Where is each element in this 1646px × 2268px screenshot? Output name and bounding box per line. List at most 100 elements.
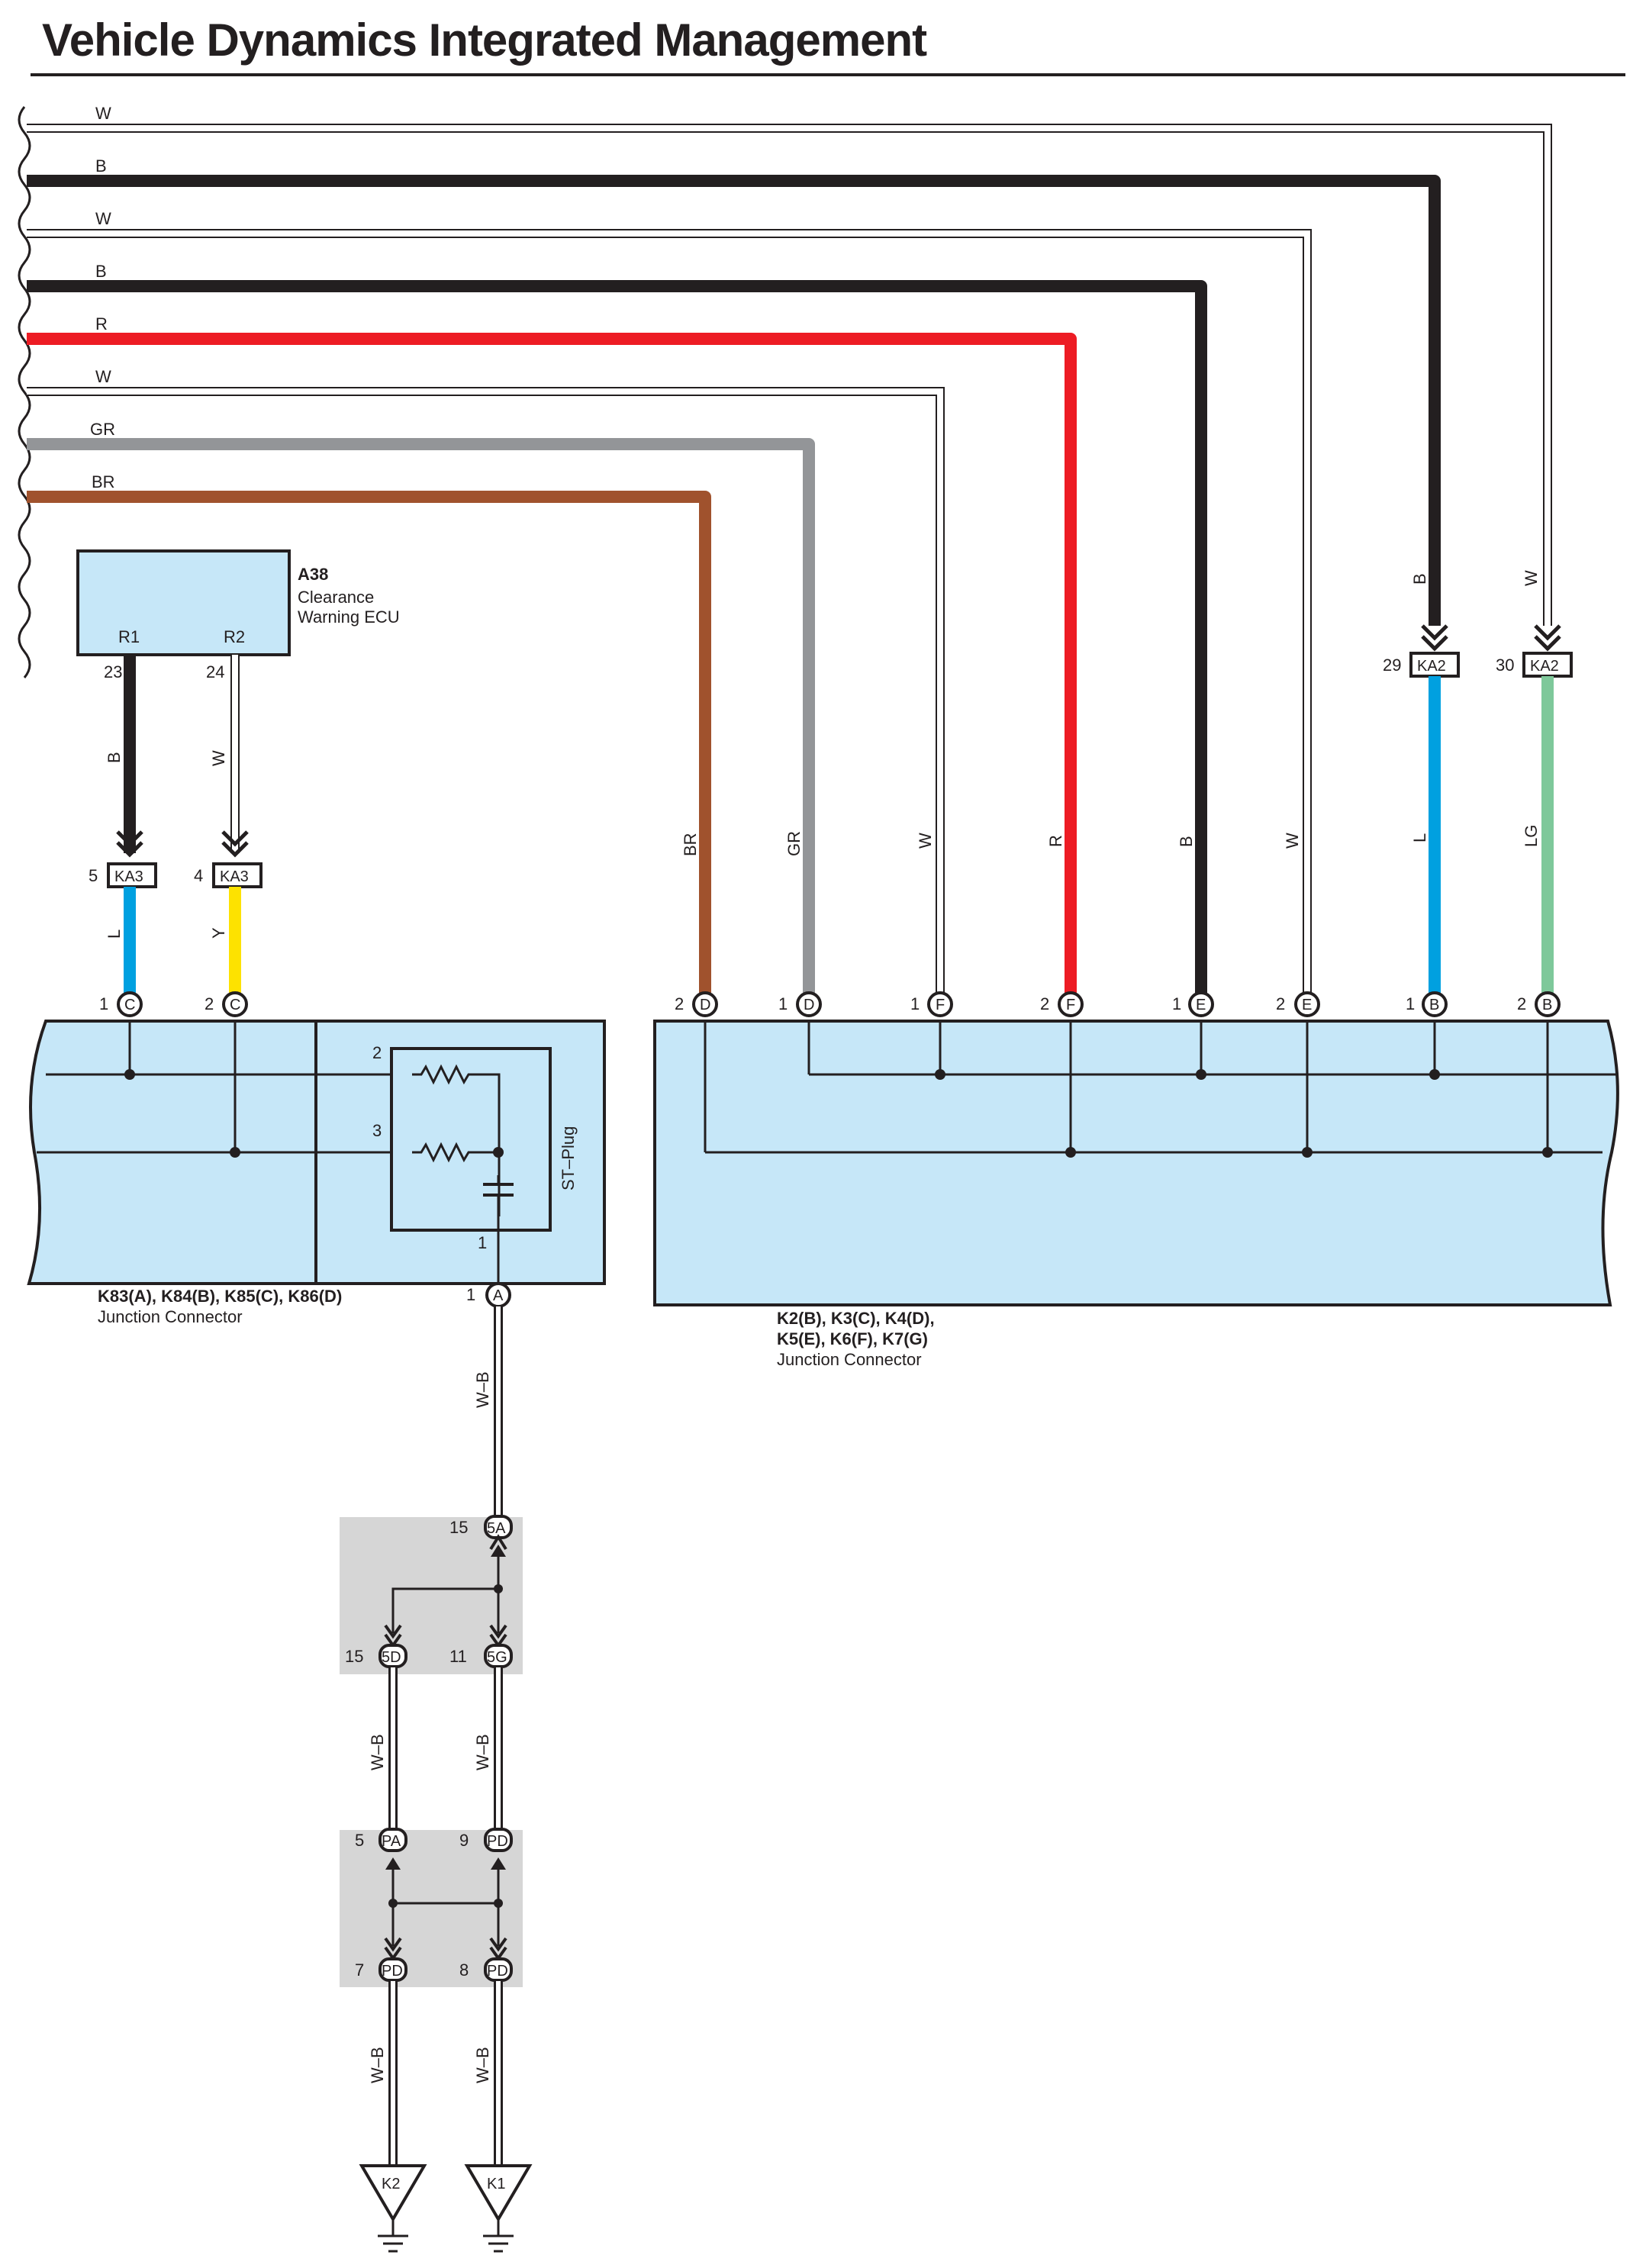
splice-label: PA	[382, 1833, 401, 1850]
st-plug-pin: 2	[372, 1043, 382, 1062]
top-wires	[27, 124, 1552, 1001]
ka3-pin: 5	[89, 866, 98, 885]
jc-pin-letter: D	[804, 997, 814, 1013]
drop-label-b: B	[1177, 836, 1196, 847]
ecu-wires: B W	[105, 655, 249, 858]
ka2-wire-label: L	[1410, 833, 1429, 842]
ground-wire-label: W–B	[473, 2047, 492, 2083]
ka2-wire-label: W	[1522, 570, 1541, 586]
ka2-pin: 29	[1383, 656, 1401, 675]
break-line	[18, 106, 31, 678]
top-wire-label: W	[95, 104, 111, 123]
splice-label: 5A	[487, 1520, 506, 1537]
ka2-pin: 30	[1496, 656, 1514, 675]
ka3-label: KA3	[114, 868, 143, 885]
wire-b-2	[27, 280, 1207, 1001]
ecu-pin-label: R1	[118, 627, 140, 646]
left-jc-caption: K83(A), K84(B), K85(C), K86(D)	[98, 1287, 342, 1306]
ecu-wire-label: W	[209, 750, 228, 766]
wire-br	[27, 491, 711, 1001]
splice-pin: 7	[355, 1960, 364, 1980]
ka2-connectors: B W KA2 29 KA2 30 L LG	[1383, 570, 1573, 994]
jc-pin-number: 1	[1172, 994, 1181, 1013]
wire-gr	[27, 438, 815, 1001]
top-wire-label: B	[95, 156, 107, 176]
ecu-name: Clearance	[298, 588, 374, 607]
jc-pin-number: 1	[99, 994, 108, 1013]
jc-pin-number: 1	[1406, 994, 1415, 1013]
jc-pin-letter: C	[124, 997, 135, 1013]
ground-label: K1	[487, 2176, 505, 2192]
ka2-wire-label: B	[1410, 573, 1429, 585]
st-plug-pin: 1	[478, 1233, 487, 1252]
splice-label: 5G	[487, 1649, 507, 1666]
right-jc-caption: K5(E), K6(F), K7(G)	[777, 1329, 928, 1348]
st-plug-pin: 3	[372, 1121, 382, 1140]
ecu-pin-label: R2	[224, 627, 245, 646]
ground-wire-label: W–B	[473, 1371, 492, 1408]
ka3-label: KA3	[220, 868, 249, 885]
splice-label: PD	[487, 1833, 508, 1850]
ground-wire-label: W–B	[473, 1734, 492, 1770]
ka3-pin: 4	[194, 866, 203, 885]
jc-pin-number: 2	[1040, 994, 1049, 1013]
jc-pin-letter: E	[1196, 997, 1206, 1013]
drop-label-w: W	[916, 833, 935, 849]
splice-pin: 5	[355, 1831, 364, 1850]
splice-pin: 9	[459, 1831, 469, 1850]
splice-pin: 11	[449, 1647, 467, 1666]
top-wire-label: R	[95, 314, 108, 333]
left-junction-connector: 2 3 1 ST–Plug C 1 C 2 A 1 K83(A), K84(B)…	[27, 991, 606, 1326]
ground-k2-symbol	[359, 2164, 427, 2222]
top-wire-label: W	[95, 367, 111, 386]
right-junction-connector: D 2 D 1 F 1 F 2 E 1 E 2 B 1 B 2 K2(B), K…	[653, 991, 1619, 1369]
ecu-code: A38	[298, 565, 328, 584]
ka3-wire-label: Y	[209, 927, 228, 939]
jc-pin-number: 2	[675, 994, 684, 1013]
ka2-label: KA2	[1530, 658, 1559, 675]
jc-pin-number: 2	[205, 994, 214, 1013]
top-wire-labels: W B W B R W GR BR	[90, 104, 115, 491]
splice-pin: 8	[459, 1960, 469, 1980]
top-wire-label: GR	[90, 420, 115, 439]
jc-pin-letter: B	[1542, 997, 1552, 1013]
right-jc-caption: K2(B), K3(C), K4(D),	[777, 1309, 935, 1328]
drop-label-gr: GR	[784, 831, 804, 856]
title-rule	[31, 73, 1625, 76]
ground-path: W–B 5A 15 5D 15 5G 11 W–B W–B PA 5 PD 9	[340, 1306, 533, 2253]
right-jc-caption: Junction Connector	[777, 1350, 922, 1369]
top-wire-label: B	[95, 262, 107, 281]
page-title: Vehicle Dynamics Integrated Management	[42, 14, 927, 66]
jc-pin-letter: D	[700, 997, 710, 1013]
splice-label: PD	[487, 1963, 508, 1980]
jc-pin-letter: A	[493, 1287, 504, 1304]
wire-b-1	[27, 175, 1441, 626]
splice-label: PD	[382, 1963, 403, 1980]
ground-wire-label: W–B	[368, 1734, 387, 1770]
splice-pin: 15	[345, 1647, 363, 1666]
ka3-connectors: KA3 5 KA3 4 L Y	[89, 862, 263, 994]
top-wire-label: W	[95, 209, 111, 228]
ka3-wire-label: L	[105, 929, 124, 939]
st-plug-label: ST–Plug	[559, 1126, 578, 1190]
drop-label-br: BR	[681, 833, 700, 856]
ecu-name: Warning ECU	[298, 607, 400, 627]
jc-pin-number: 1	[910, 994, 920, 1013]
jc-pin-letter: E	[1302, 997, 1312, 1013]
jc-pin-letter: F	[1066, 997, 1075, 1013]
jc-pin-number: 2	[1276, 994, 1285, 1013]
jc-pin-number: 2	[1517, 994, 1526, 1013]
jc-pin-letter: C	[230, 997, 240, 1013]
top-wire-label: BR	[92, 472, 115, 491]
splice-label: 5D	[382, 1649, 401, 1666]
wire-r	[27, 333, 1077, 1001]
jc-pin-number: 1	[778, 994, 788, 1013]
ka2-wire-label: LG	[1522, 825, 1541, 847]
jc-pin-letter: B	[1429, 997, 1439, 1013]
right-drop-labels: BR GR W R B W	[681, 831, 1302, 856]
jc-pin-letter: F	[936, 997, 945, 1013]
ground-wire-label: W–B	[368, 2047, 387, 2083]
ecu-wire-label: B	[105, 752, 124, 763]
drop-label-w: W	[1283, 833, 1302, 849]
